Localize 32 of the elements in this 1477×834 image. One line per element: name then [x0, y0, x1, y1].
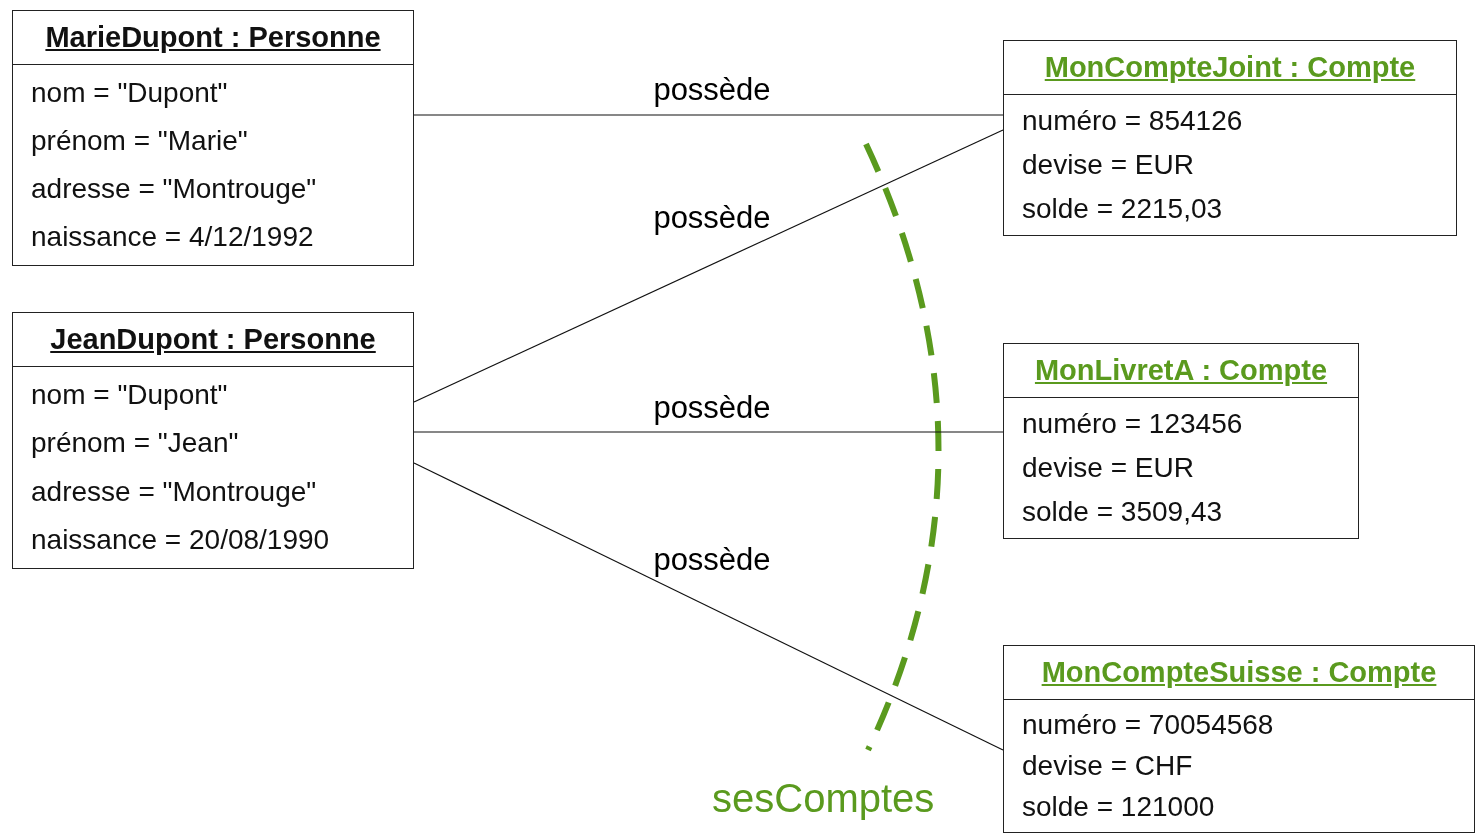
attribute-text: naissance = 4/12/1992 [31, 221, 315, 253]
attribute-text: prénom = "Marie" [31, 125, 249, 157]
annotation-label: sesComptes [712, 776, 935, 821]
association-line [413, 462, 1004, 751]
object-name: MonCompteSuisse : Compte [1041, 656, 1437, 689]
attribute-text: nom = "Dupont" [31, 379, 229, 412]
attribute-text: solde = 3509,43 [1022, 496, 1224, 528]
attribute-text: devise = EUR [1022, 149, 1195, 181]
object-box [12, 312, 414, 569]
object-name: JeanDupont : Personne [50, 323, 376, 356]
attribute-text: numéro = 854126 [1022, 105, 1244, 137]
attribute-text: numéro = 123456 [1022, 408, 1244, 440]
object-box [1003, 645, 1475, 833]
attribute-text: solde = 121000 [1022, 791, 1216, 824]
object-name: MarieDupont : Personne [45, 21, 381, 54]
attribute-text: nom = "Dupont" [31, 77, 229, 109]
attribute-text: naissance = 20/08/1990 [31, 523, 331, 556]
attribute-text: devise = EUR [1022, 452, 1195, 484]
association-line [413, 129, 1004, 403]
attribute-text: adresse = "Montrouge" [31, 475, 318, 508]
attribute-text: devise = CHF [1022, 750, 1194, 782]
object-box [12, 10, 414, 266]
object-box [1003, 40, 1457, 236]
attribute-text: numéro = 70054568 [1022, 708, 1275, 741]
object-name: MonLivretA : Compte [1034, 354, 1328, 387]
attribute-text: adresse = "Montrouge" [31, 173, 318, 205]
object-box [1003, 343, 1359, 539]
association-line [413, 114, 1004, 116]
object-name: MonCompteJoint : Compte [1044, 51, 1416, 84]
attribute-text: solde = 2215,03 [1022, 193, 1224, 225]
association-line [413, 431, 1004, 433]
attribute-text: prénom = "Jean" [31, 427, 240, 460]
